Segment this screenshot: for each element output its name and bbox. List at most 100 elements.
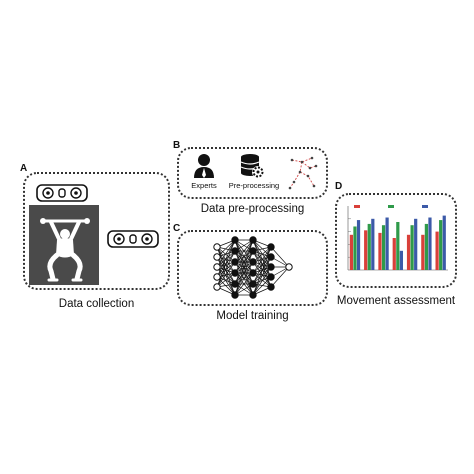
panel-a-frame [23, 172, 170, 290]
network-edge [216, 266, 236, 296]
legend-swatch [388, 205, 394, 208]
panel-d-frame [335, 193, 457, 288]
network-edge [216, 239, 236, 278]
network-edge [216, 246, 236, 285]
panel-b-letter: B [173, 140, 181, 151]
bar [353, 226, 357, 270]
bar [378, 232, 382, 270]
neural-network-diagram [213, 236, 293, 299]
network-edge [216, 256, 236, 274]
legend-swatch [422, 205, 428, 208]
network-edge [252, 261, 272, 288]
network-edge [252, 246, 272, 274]
panel-b-caption: Data pre-processing [200, 203, 305, 215]
network-edge [234, 272, 254, 296]
network-node [285, 263, 293, 271]
network-edge [252, 246, 272, 285]
pose-image [29, 205, 99, 285]
panel-d-caption: Movement assessment [336, 295, 456, 307]
bar [371, 218, 375, 270]
bar [381, 225, 386, 270]
bar [428, 217, 432, 270]
network-node [249, 236, 257, 244]
network-edge [216, 261, 236, 288]
network-edge [270, 266, 290, 288]
network-edge [216, 250, 236, 288]
bar [442, 215, 446, 270]
bar [406, 234, 411, 270]
bar [356, 220, 361, 270]
network-node [249, 280, 257, 288]
bar [424, 223, 428, 270]
network-edge [216, 256, 236, 296]
network-edge [216, 239, 236, 288]
camera-top-icon [36, 184, 88, 202]
database-gear-icon [240, 154, 264, 178]
network-edge [234, 250, 254, 296]
bar [349, 234, 353, 270]
squat-figure-icon [40, 218, 90, 282]
network-edge [234, 239, 254, 263]
panel-c-letter: C [173, 223, 181, 234]
bar [396, 222, 400, 270]
network-edge [252, 246, 272, 263]
legend-swatch [354, 205, 360, 208]
network-edge [252, 256, 272, 296]
network-edge [252, 250, 272, 288]
network-edge [234, 261, 254, 296]
panel-a-caption: Data collection [58, 298, 135, 310]
network-node [249, 258, 257, 266]
bar [414, 218, 418, 270]
network-edge [252, 261, 272, 278]
experts-label: Experts [191, 181, 217, 190]
network-node [213, 253, 221, 261]
network-edge [234, 239, 254, 274]
network-edge [216, 272, 236, 288]
network-edge [216, 266, 236, 285]
panel-a-letter: A [20, 163, 28, 174]
network-node [267, 273, 275, 281]
network-edge [216, 256, 236, 285]
preprocessing-label: Pre-processing [228, 181, 280, 190]
network-edge [252, 239, 272, 278]
bar [439, 220, 443, 270]
network-node [231, 247, 239, 255]
network-node [231, 269, 239, 277]
experts-icon [194, 154, 214, 178]
bar [421, 234, 425, 270]
network-node [213, 243, 221, 251]
bar [435, 231, 439, 270]
network-node [231, 280, 239, 288]
network-node [267, 283, 275, 291]
network-edge [216, 246, 236, 274]
assessment-bar-chart [347, 205, 448, 271]
network-edge [252, 250, 272, 278]
network-edge [216, 246, 236, 263]
bar [392, 238, 396, 270]
bar [385, 217, 389, 270]
bar [367, 223, 371, 270]
network-node [267, 243, 275, 251]
panel-c-frame [177, 230, 328, 306]
bar [364, 230, 368, 270]
network-edge [216, 239, 236, 258]
network-edge [252, 276, 272, 296]
panel-b-frame [177, 147, 328, 199]
network-node [249, 247, 257, 255]
network-node [231, 291, 239, 299]
network-edge [270, 246, 290, 268]
network-node [267, 253, 275, 261]
network-node [267, 263, 275, 271]
skeleton-keypoints-icon [288, 156, 318, 190]
network-edge [252, 266, 272, 296]
network-node [213, 263, 221, 271]
network-node [213, 273, 221, 281]
network-edge [234, 239, 254, 285]
network-node [231, 258, 239, 266]
network-edge [216, 239, 236, 268]
network-node [249, 291, 257, 299]
panel-d-letter: D [335, 181, 343, 192]
network-edge [252, 239, 272, 268]
network-node [249, 269, 257, 277]
bar [399, 250, 403, 270]
